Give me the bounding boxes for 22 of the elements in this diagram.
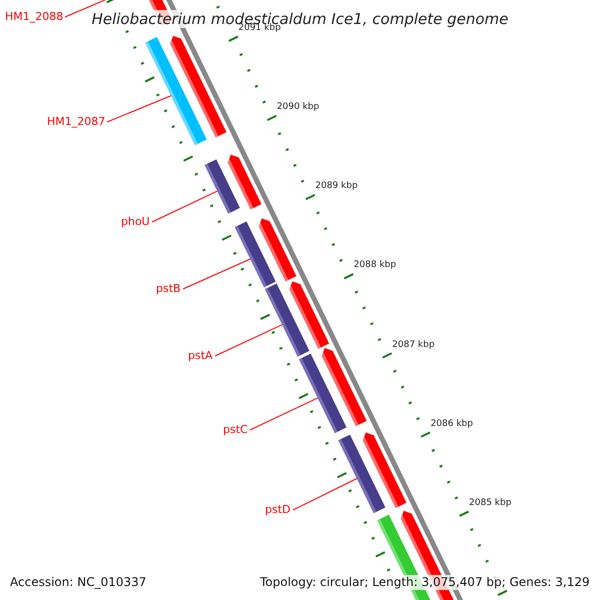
scale-label: 2087 kbp — [392, 340, 435, 351]
gene-label: HM1_2087 — [47, 115, 106, 128]
scale-label: 2090 kbp — [276, 102, 320, 114]
leader-line — [214, 324, 283, 356]
leader-line — [292, 478, 358, 510]
gene-label: phoU — [121, 215, 150, 228]
footer-text: Topology: circular; Length: 3,075,407 bp; Genes: 3,129 — [260, 575, 590, 590]
scale-label: 2091 kbp — [238, 23, 281, 34]
scale-label: 2088 kbp — [354, 260, 396, 272]
gene-label: HM1_2088 — [5, 10, 64, 23]
gene-label: pstB — [156, 282, 181, 295]
footer-text: Accession: NC_010337 — [10, 575, 146, 590]
leader-line — [152, 190, 218, 222]
leader-line — [182, 258, 251, 290]
gene-label: pstA — [188, 349, 213, 362]
gene-label: pstC — [223, 423, 248, 436]
scale-label: 2086 kbp — [430, 418, 473, 430]
scale-label: 2089 kbp — [315, 181, 358, 192]
gene-label: pstD — [265, 503, 290, 516]
scale-label: 2085 kbp — [469, 498, 512, 509]
leader-line — [250, 397, 318, 430]
leader-line — [106, 95, 172, 122]
